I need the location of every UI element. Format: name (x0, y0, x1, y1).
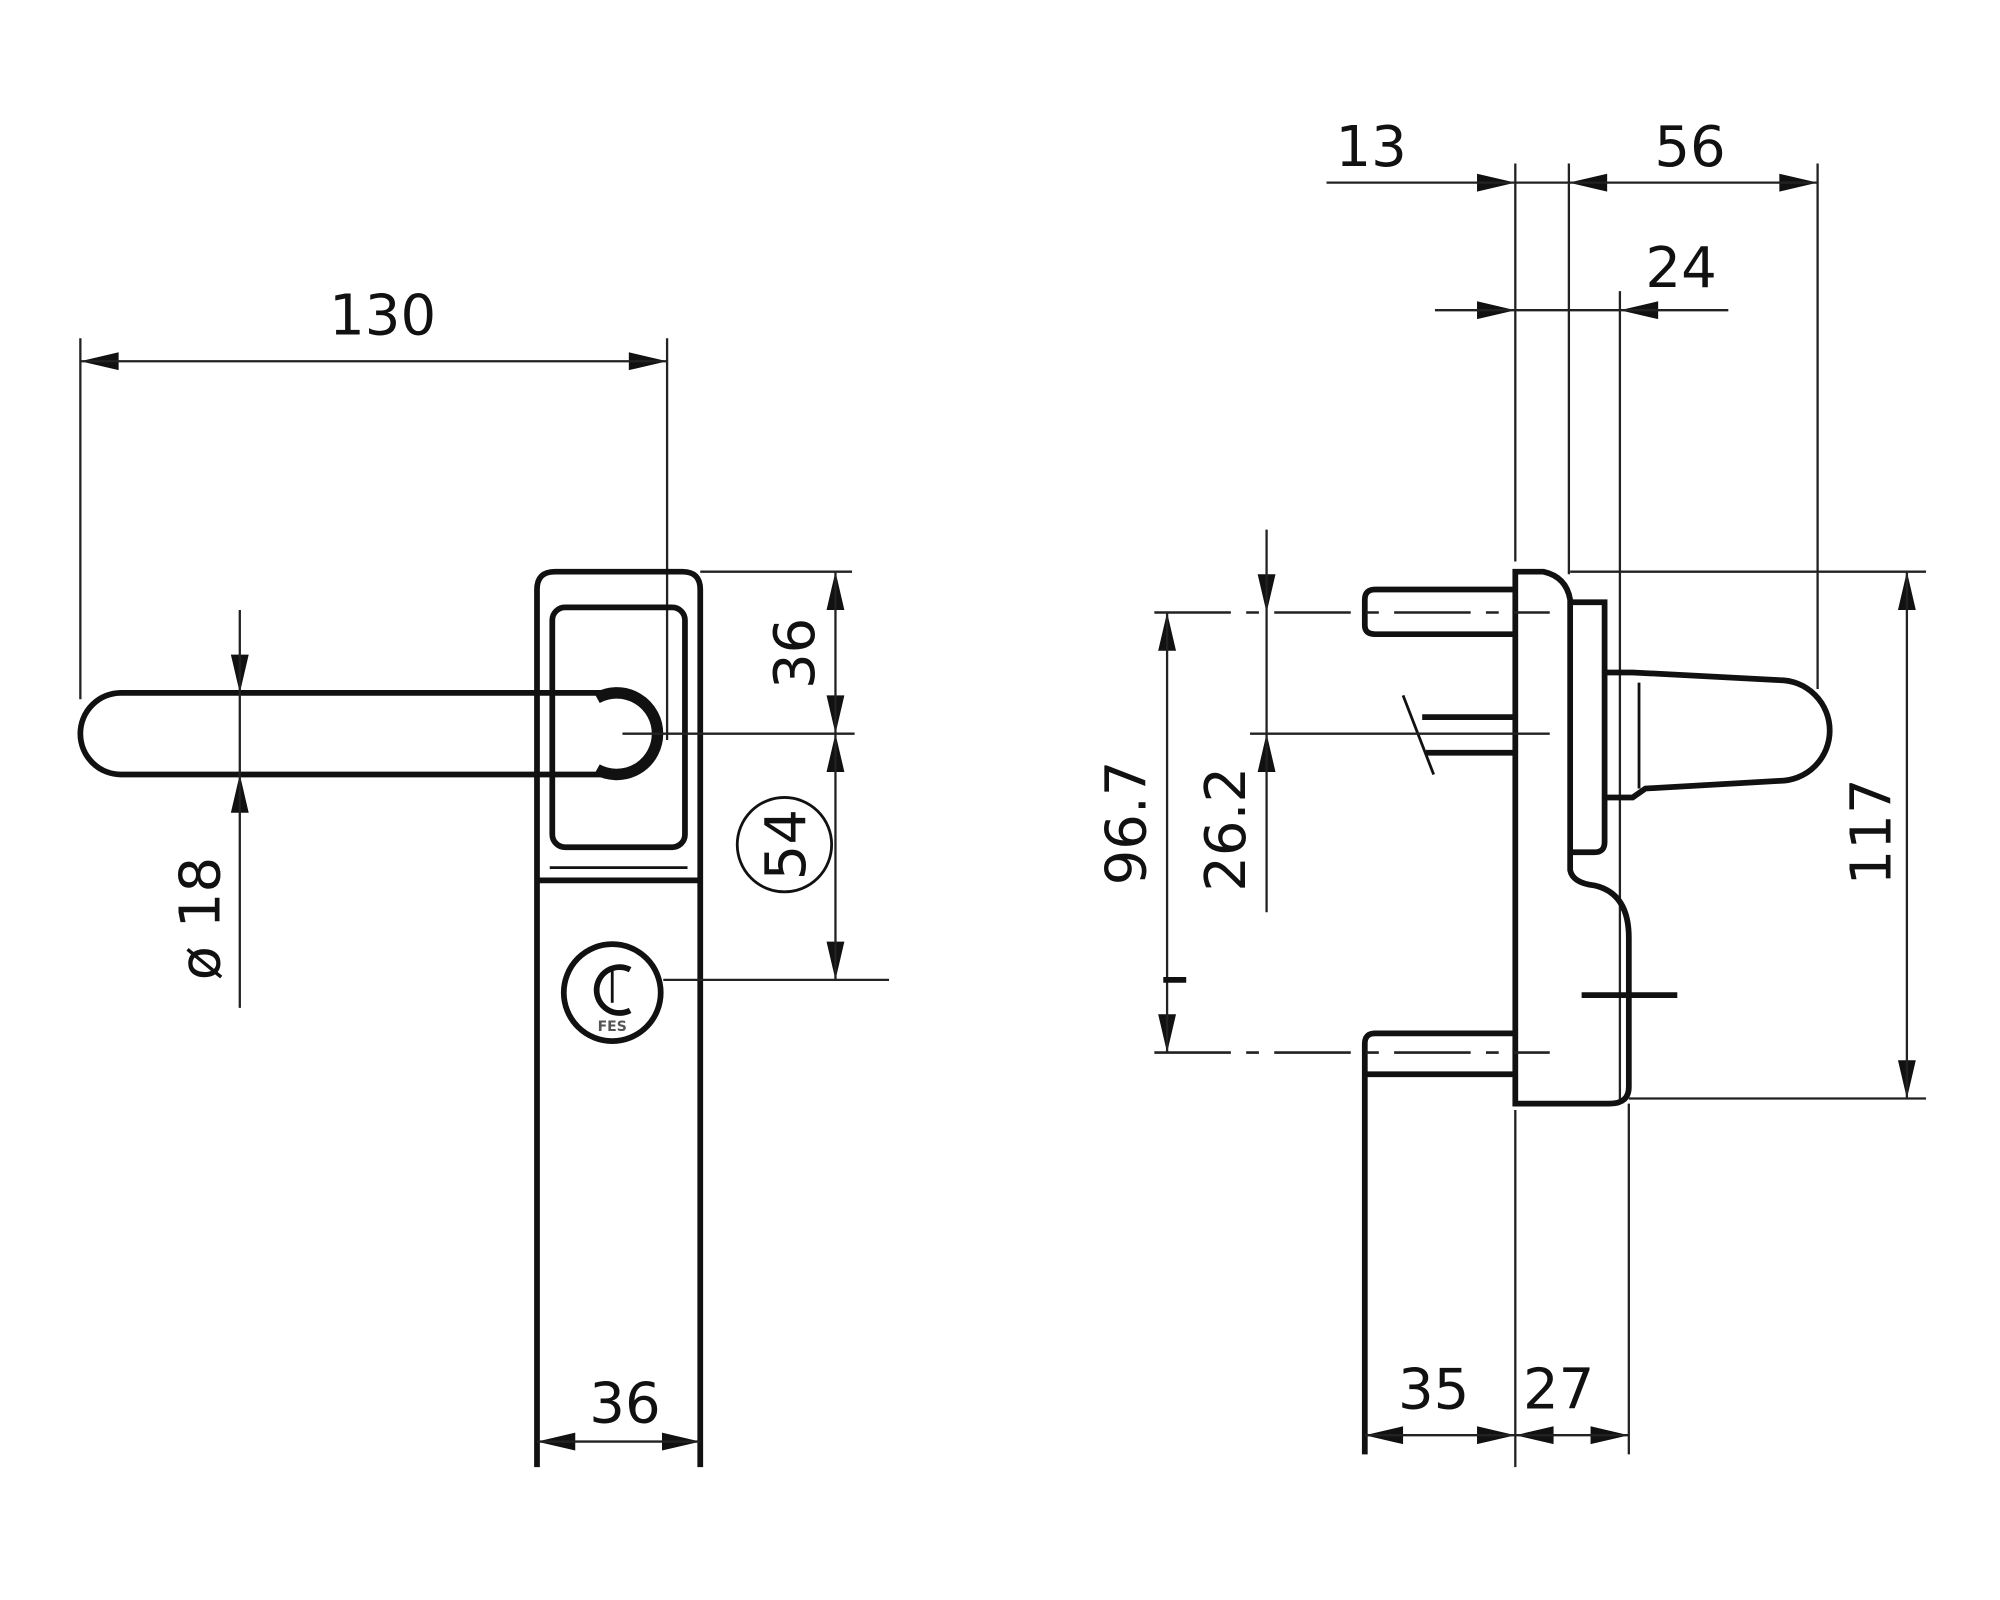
dim-label-24: 24 (1645, 236, 1716, 301)
break-line (1401, 694, 1435, 775)
dim-label-diameter: ø 18 (168, 857, 233, 981)
handle-plate (534, 568, 704, 1468)
fixing-pin-top (1361, 586, 1516, 638)
dim-label-117: 117 (1839, 778, 1904, 885)
side-view: 13 56 24 96.7 26.2 117 35 (1094, 115, 1927, 1468)
rose-plate-side (1570, 599, 1608, 856)
lock-cylinder-icon: FES (560, 941, 664, 1044)
dim-label-13: 13 (1335, 115, 1406, 180)
dim-label-54: 54 (754, 809, 819, 880)
dim-label-56: 56 (1654, 115, 1725, 180)
dim-label-27: 27 (1523, 1357, 1594, 1422)
handle-body-side (1512, 568, 1632, 1107)
front-view: 130 ø 18 36 54 FES 36 (77, 283, 890, 1468)
dim-label-36-vertical: 36 (763, 618, 828, 689)
dim-label-35: 35 (1398, 1357, 1469, 1422)
dim-label-36-horizontal: 36 (589, 1371, 660, 1436)
lever-handle-side (1604, 669, 1833, 801)
dim-label-96-7: 96.7 (1094, 760, 1159, 885)
dim-label-26-2: 26.2 (1194, 767, 1259, 892)
dim-label-130: 130 (329, 283, 436, 348)
circled-dimension (735, 796, 834, 894)
spindle (1422, 714, 1516, 756)
svg-text:FES: FES (598, 1019, 627, 1035)
dimension-arrows (80, 173, 1916, 1451)
lever-handle (77, 689, 632, 778)
fixing-pin-bottom (1361, 1030, 1516, 1455)
rose-inner-frame (549, 604, 688, 851)
